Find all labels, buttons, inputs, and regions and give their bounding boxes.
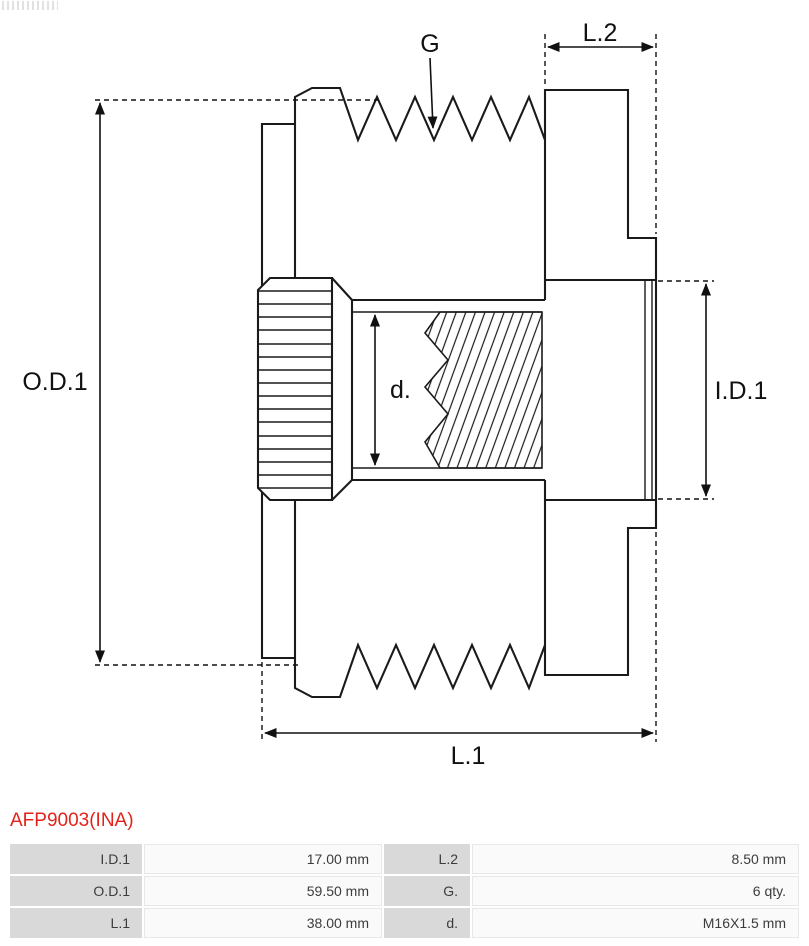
knurl-section: [256, 276, 334, 502]
spec-row: L.1 38.00 mm d. M16X1.5 mm: [10, 908, 799, 938]
spec-value-g: 6 qty.: [472, 876, 799, 906]
spec-value-l2: 8.50 mm: [472, 844, 799, 874]
spec-label-d: d.: [384, 908, 470, 938]
spec-value-l1: 38.00 mm: [144, 908, 382, 938]
label-l2: L.2: [583, 19, 618, 47]
spec-row: I.D.1 17.00 mm L.2 8.50 mm: [10, 844, 799, 874]
label-id1: I.D.1: [715, 377, 768, 405]
dimension-extension-lines: [95, 34, 714, 742]
spec-label-l2: L.2: [384, 844, 470, 874]
label-od1: O.D.1: [22, 368, 87, 396]
watermark-fragment: [2, 1, 58, 10]
spec-table: I.D.1 17.00 mm L.2 8.50 mm O.D.1 59.50 m…: [8, 842, 801, 940]
spec-label-l1: L.1: [10, 908, 142, 938]
label-d: d.: [390, 376, 411, 404]
label-g: G: [420, 30, 439, 58]
dimension-labels: G L.2 O.D.1 I.D.1 d. L.1: [22, 19, 767, 770]
spec-value-id1: 17.00 mm: [144, 844, 382, 874]
part-number: AFP9003(INA): [10, 810, 134, 831]
technical-drawing: G L.2 O.D.1 I.D.1 d. L.1: [22, 19, 767, 770]
spec-value-d: M16X1.5 mm: [472, 908, 799, 938]
spec-row: O.D.1 59.50 mm G. 6 qty.: [10, 876, 799, 906]
spec-value-od1: 59.50 mm: [144, 876, 382, 906]
thread-section: [423, 311, 543, 469]
g-leader-arrow: [427, 57, 438, 129]
dimension-arrows: [95, 42, 711, 738]
spec-label-id1: I.D.1: [10, 844, 142, 874]
label-l1: L.1: [451, 742, 486, 770]
spec-label-g: G.: [384, 876, 470, 906]
spec-label-od1: O.D.1: [10, 876, 142, 906]
